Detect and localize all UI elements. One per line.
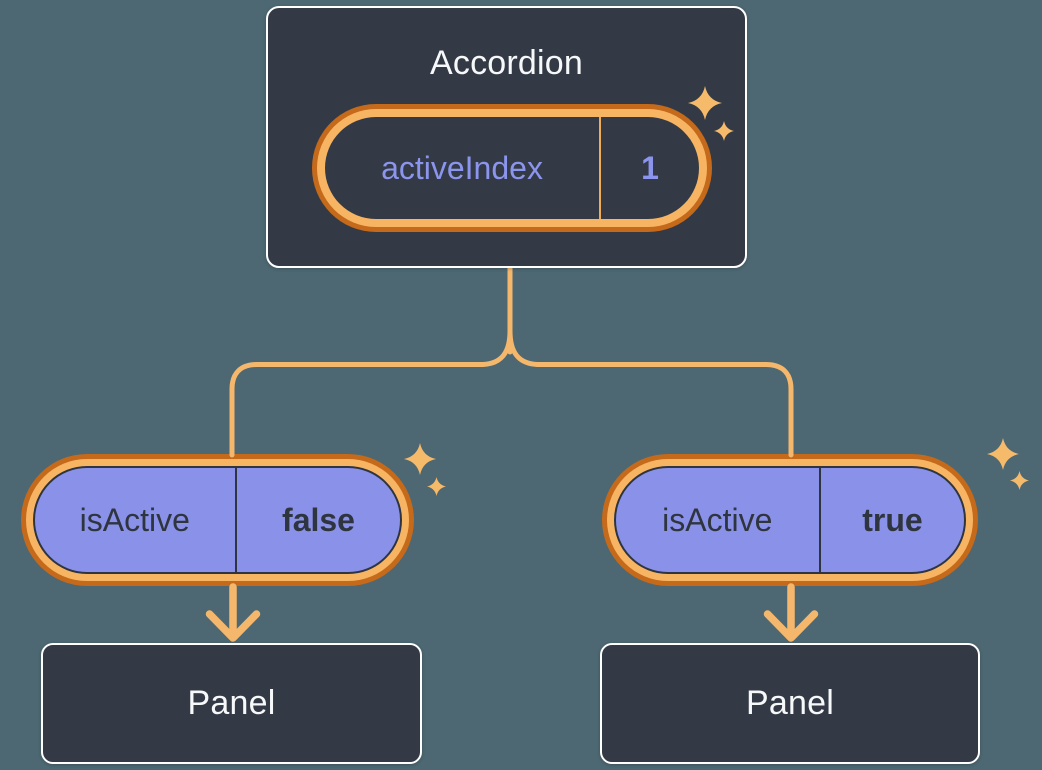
- sparkle-large-icon: [987, 438, 1019, 470]
- state-pill-inner-ring: isActive true: [607, 459, 973, 581]
- state-name-label: isActive: [79, 501, 190, 538]
- accordion-node: Accordion activeIndex 1: [266, 6, 747, 268]
- state-pill-inner-ring: activeIndex 1: [317, 109, 707, 227]
- accordion-title: Accordion: [430, 43, 583, 82]
- state-pill-isactive-right: isActive true: [602, 454, 978, 586]
- branch-right-line: [507, 265, 794, 458]
- arrow-down-right-icon: [763, 583, 819, 642]
- state-value-label: false: [282, 501, 355, 538]
- branch-left-line: [229, 265, 513, 458]
- state-pill-activeindex: activeIndex 1: [312, 104, 712, 232]
- panel-node-left: Panel: [41, 643, 422, 764]
- sparkle-large-icon: [404, 443, 436, 475]
- state-value-label: 1: [641, 149, 659, 186]
- state-name-label: isActive: [662, 501, 773, 538]
- state-pill-isactive-left: isActive false: [21, 454, 414, 586]
- sparkle-small-icon: [1010, 471, 1029, 490]
- pill-divider: [234, 468, 237, 572]
- panel-label: Panel: [187, 684, 276, 722]
- state-value-label: true: [862, 501, 923, 538]
- sparkle-small-icon: [427, 477, 446, 496]
- state-name-label: activeIndex: [381, 149, 543, 186]
- state-pill-inner-ring: isActive false: [26, 459, 409, 581]
- pill-divider: [818, 468, 821, 572]
- arrow-down-left-icon: [205, 583, 261, 642]
- pill-divider: [599, 117, 601, 219]
- panel-label: Panel: [746, 684, 834, 722]
- panel-node-right: Panel: [600, 643, 980, 764]
